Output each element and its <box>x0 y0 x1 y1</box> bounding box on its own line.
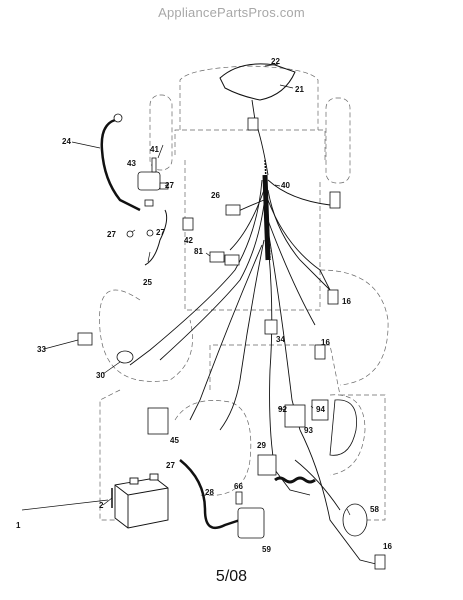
pto-clutch-icon <box>342 503 368 537</box>
module-icon <box>237 507 265 539</box>
connector-icon <box>224 254 240 266</box>
callout-41: 41 <box>150 145 159 154</box>
callout-40: 40 <box>281 181 290 190</box>
callout-30: 30 <box>96 371 105 380</box>
callout-93: 93 <box>304 426 313 435</box>
connector-21-icon <box>247 117 259 131</box>
fuse-holder-26-icon <box>225 204 241 216</box>
ground-wire <box>100 118 141 212</box>
switch-33-icon <box>77 332 93 346</box>
callout-59: 59 <box>262 545 271 554</box>
leader-lines <box>21 63 351 516</box>
hood-harness <box>219 63 296 101</box>
plug-icon <box>311 399 329 421</box>
battery-icon <box>114 473 169 529</box>
switch-40-icon <box>329 191 341 209</box>
seat-switch-icon <box>329 399 357 456</box>
callout-33: 33 <box>37 345 46 354</box>
callout-1: 1 <box>16 521 21 530</box>
solenoid-icon <box>257 454 277 476</box>
relay-icon <box>264 319 278 335</box>
callout-29: 29 <box>257 441 266 450</box>
switch-icon <box>284 404 306 428</box>
fuse-icon <box>147 407 169 435</box>
ring-terminal-2-icon <box>126 230 134 238</box>
callout-25: 25 <box>143 278 152 287</box>
page-number: 5/08 <box>215 568 248 585</box>
ring-terminal-3-icon <box>146 229 154 237</box>
switch-16-mid-icon <box>314 344 326 360</box>
components <box>77 113 386 570</box>
battery-cable <box>179 459 241 530</box>
switch-16-bottom-icon <box>374 554 386 570</box>
callout-94: 94 <box>316 405 325 414</box>
terminal-icon <box>235 491 243 505</box>
ground-strap <box>144 209 168 266</box>
clip-42-icon <box>182 217 194 231</box>
bolt-41-icon <box>151 157 157 173</box>
callout-45: 45 <box>170 436 179 445</box>
callout-42: 42 <box>184 236 193 245</box>
callout-26: 26 <box>211 191 220 200</box>
headlight-connector-icon <box>116 350 134 364</box>
ring-terminal-icon <box>113 113 123 123</box>
callout-22: 22 <box>271 57 280 66</box>
callout-27-upper: 27 <box>165 181 174 190</box>
callout-24: 24 <box>62 137 71 146</box>
connector-81-icon <box>209 251 225 263</box>
callout-34: 34 <box>276 335 285 344</box>
callout-92: 92 <box>278 405 287 414</box>
callout-16-top: 16 <box>342 297 351 306</box>
callout-66: 66 <box>234 482 243 491</box>
callout-16-middle: 16 <box>321 338 330 347</box>
callout-43: 43 <box>127 159 136 168</box>
nut-27b-icon <box>159 182 169 190</box>
callout-27-left: 27 <box>107 230 116 239</box>
callout-2: 2 <box>99 501 104 510</box>
callout-27-right: 27 <box>156 228 165 237</box>
callout-81: 81 <box>194 247 203 256</box>
watermark: AppliancePartsPros.com <box>158 5 305 20</box>
callout-28: 28 <box>205 488 214 497</box>
coil-harness <box>274 476 316 484</box>
ignition-switch-icon <box>137 171 161 191</box>
nut-27-icon <box>144 199 154 207</box>
callout-27-battery: 27 <box>166 461 175 470</box>
callout-58: 58 <box>370 505 379 514</box>
callout-16-bottom: 16 <box>383 542 392 551</box>
switch-16-top-icon <box>327 289 339 305</box>
callout-21: 21 <box>295 85 304 94</box>
